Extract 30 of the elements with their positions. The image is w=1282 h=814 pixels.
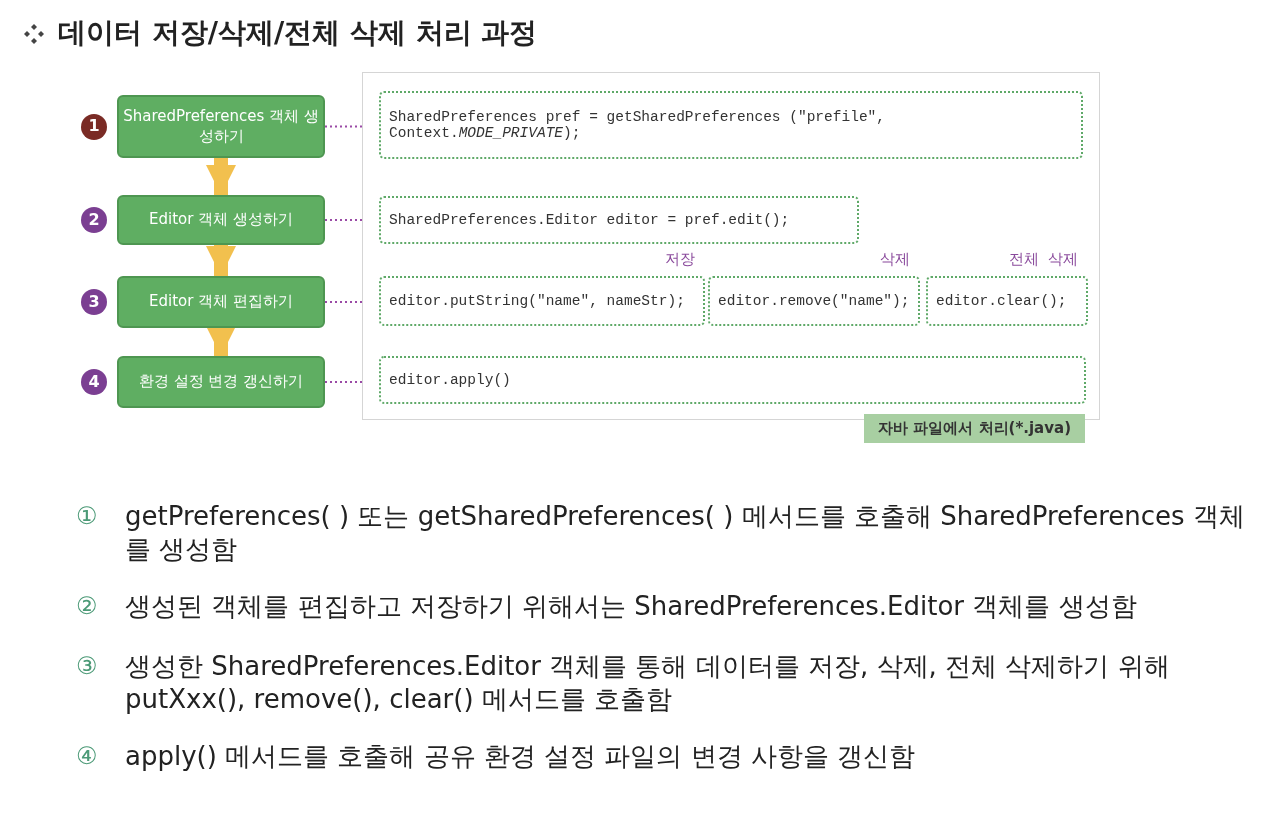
code-box (379, 356, 1086, 404)
code-heading: 저장 (665, 251, 695, 269)
code-box (379, 91, 1083, 159)
title: 데이터 저장/삭제/전체 삭제 처리 과정 (58, 15, 538, 51)
list-number: ② (76, 592, 98, 620)
description-text: getPreferences( ) 또는 getSharedPreferences( ) 메서드를 호출해 SharedPreferences 객체를 생성함 (125, 500, 1246, 565)
code-text: editor.apply() (389, 372, 511, 388)
step-label: SharedPreferences 객체 생성하기 (122, 107, 320, 146)
list-number: ③ (76, 652, 98, 680)
code-text: SharedPreferences.Editor editor = pref.edit(); (389, 212, 790, 228)
panel-tag: 자바 파일에서 처리(*.java) (864, 414, 1085, 443)
step-label: Editor 객체 생성하기 (149, 210, 293, 230)
description-text: apply() 메서드를 호출해 공유 환경 설정 파일의 변경 사항을 갱신함 (125, 740, 917, 773)
list-number: ① (76, 502, 98, 530)
step-label: 환경 설정 변경 갱신하기 (138, 372, 304, 392)
description-text: 생성된 객체를 편집하고 저장하기 위해서는 SharedPreferences.Editor 객체를 생성함 (125, 590, 1138, 623)
code-text: editor.putString("name", nameStr); (389, 293, 685, 309)
code-box (379, 196, 859, 244)
step-label: Editor 객체 편집하기 (149, 292, 293, 312)
code-text: editor.clear(); (936, 293, 1067, 309)
list-number: ④ (76, 742, 98, 770)
step-number-badge: 4 (81, 369, 107, 395)
step-number-badge: 1 (81, 113, 107, 140)
step-number-badge: 2 (81, 207, 107, 233)
code-heading: 삭제 (880, 251, 910, 269)
code-text: SharedPreferences pref = getSharedPreferences ("prefile", Context.MODE_PRIVATE); (389, 109, 886, 141)
code-heading: 전체 삭제 (1009, 251, 1078, 269)
code-text: editor.remove("name"); (718, 293, 910, 309)
step-number-badge: 3 (81, 289, 107, 315)
description-text: 생성한 SharedPreferences.Editor 객체를 통해 데이터를 저장, 삭제, 전체 삭제하기 위해 putXxx(), remove(), clear() 메서드를 호출함 (125, 650, 1171, 715)
